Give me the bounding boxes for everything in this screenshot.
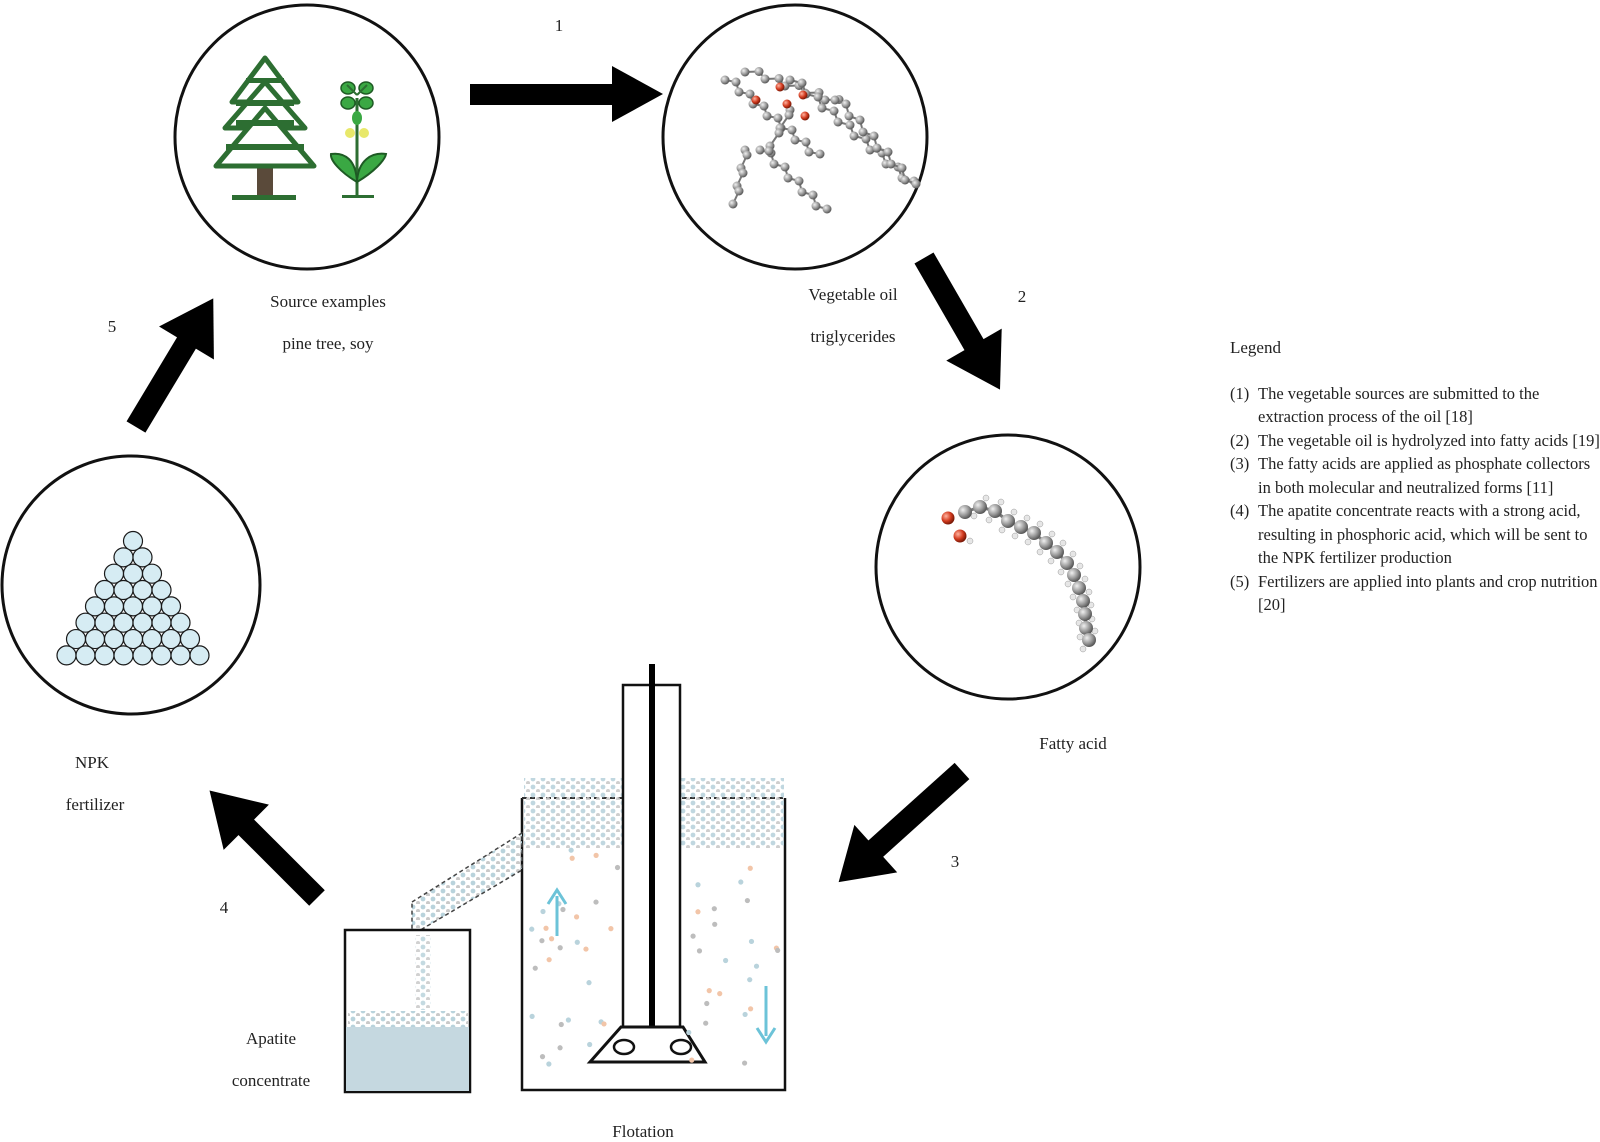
fatty-acid-circle bbox=[874, 433, 1142, 701]
granule bbox=[103, 628, 125, 650]
legend-item-text: The vegetable sources are submitted to t… bbox=[1258, 383, 1540, 427]
npk-label-line1: NPK bbox=[74, 753, 110, 772]
legend-item-text: The vegetable oil is hydrolyzed into fat… bbox=[1258, 430, 1600, 450]
granule bbox=[122, 563, 144, 584]
flotation-label: Flotation bbox=[612, 1122, 674, 1141]
arrow-step-2 bbox=[914, 252, 1002, 390]
arrow-step-1 bbox=[470, 66, 663, 122]
soy-plant-icon bbox=[329, 81, 388, 198]
granule bbox=[151, 645, 172, 666]
granule bbox=[56, 645, 77, 666]
arrow-step-5 bbox=[126, 298, 214, 433]
granule bbox=[84, 628, 106, 650]
granule bbox=[122, 596, 144, 617]
pine-tree-icon bbox=[213, 55, 317, 200]
fatty-acid-molecule-icon bbox=[941, 494, 1099, 653]
legend: Legend (1) The vegetable sources are subm… bbox=[1230, 336, 1600, 617]
oil-label-line2: triglycerides bbox=[810, 327, 896, 346]
granule bbox=[122, 530, 144, 552]
arrow-step-3 bbox=[838, 762, 970, 883]
legend-item-number: (5) bbox=[1230, 571, 1250, 591]
granule bbox=[141, 596, 163, 617]
granule bbox=[132, 579, 153, 601]
legend-item: (2) The vegetable oil is hydrolyzed into … bbox=[1230, 429, 1600, 453]
granule bbox=[160, 596, 182, 617]
granule bbox=[132, 547, 153, 568]
arrow-step-4 bbox=[209, 790, 325, 906]
npk-label-line2: fertilizer bbox=[65, 795, 125, 814]
granule bbox=[151, 612, 172, 633]
granule bbox=[103, 596, 125, 617]
granule bbox=[94, 579, 115, 601]
granule bbox=[189, 645, 210, 666]
granule bbox=[141, 628, 163, 650]
granule bbox=[141, 563, 163, 584]
legend-item-text: The fatty acids are applied as phosphate… bbox=[1258, 454, 1591, 497]
granule bbox=[94, 645, 115, 666]
granule bbox=[75, 645, 96, 666]
granule-pile-icon bbox=[56, 530, 210, 666]
flotation-cell-icon bbox=[343, 664, 787, 1094]
fatty-acid-label: Fatty acid bbox=[1039, 734, 1107, 753]
granule bbox=[160, 628, 182, 650]
source-circle bbox=[173, 3, 441, 271]
granule bbox=[132, 612, 153, 633]
apatite-label-line2: concentrate bbox=[231, 1071, 311, 1090]
apatite-label-line1: Apatite bbox=[245, 1029, 297, 1048]
granule bbox=[170, 612, 191, 633]
step-2-number: 2 bbox=[1017, 287, 1027, 306]
legend-item-number: (3) bbox=[1230, 454, 1250, 473]
granule bbox=[94, 612, 115, 633]
step-5-number: 5 bbox=[107, 317, 117, 336]
granule bbox=[122, 628, 144, 650]
oil-label-line1: Vegetable oil bbox=[808, 285, 898, 304]
granule bbox=[103, 563, 125, 584]
granule bbox=[113, 645, 134, 666]
step-4-number: 4 bbox=[219, 898, 229, 917]
granule bbox=[113, 547, 134, 568]
source-label-line1: Source examples bbox=[270, 292, 386, 311]
legend-title: Legend bbox=[1230, 338, 1281, 357]
downflow-arrow-icon bbox=[755, 986, 777, 1045]
legend-item-number: (2) bbox=[1230, 430, 1250, 450]
granule bbox=[151, 579, 172, 601]
triglyceride-molecule-icon bbox=[720, 67, 921, 214]
upflow-arrow-icon bbox=[546, 887, 568, 936]
step-1-number: 1 bbox=[554, 16, 564, 35]
granule bbox=[65, 628, 87, 650]
granule bbox=[170, 645, 191, 666]
source-label-line2: pine tree, soy bbox=[282, 334, 374, 353]
legend-item-text: The apatite concentrate reacts with a st… bbox=[1258, 501, 1588, 567]
legend-item: (3) The fatty acids are applied as phosph… bbox=[1230, 452, 1600, 499]
legend-item: (1) The vegetable sources are submitted t… bbox=[1230, 382, 1600, 429]
granule bbox=[84, 596, 106, 617]
legend-item: (4) The apatite concentrate reacts with a… bbox=[1230, 499, 1600, 570]
step-3-number: 3 bbox=[950, 852, 960, 871]
legend-item: (5) Fertilizers are applied into plants a… bbox=[1230, 570, 1600, 617]
legend-item-number: (1) bbox=[1230, 383, 1250, 403]
granule bbox=[132, 645, 153, 666]
granule bbox=[179, 628, 201, 650]
granule bbox=[75, 612, 96, 633]
granule bbox=[113, 612, 134, 633]
granule bbox=[113, 579, 134, 601]
legend-item-text: Fertilizers are applied into plants and … bbox=[1258, 571, 1598, 615]
legend-item-number: (4) bbox=[1230, 501, 1250, 520]
